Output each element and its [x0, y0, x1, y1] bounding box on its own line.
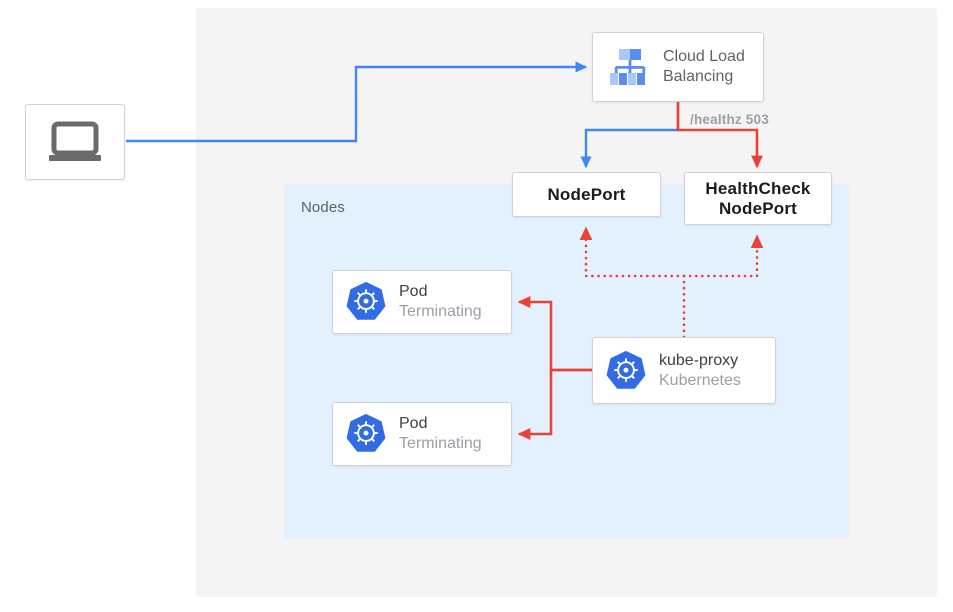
pod-title: Pod — [399, 283, 428, 301]
healthcheck-nodeport-line1: HealthCheck — [705, 178, 811, 198]
healthcheck-nodeport-line2: NodePort — [718, 198, 798, 218]
cloud-load-balancing-icon — [599, 47, 661, 87]
pod-status: Terminating — [399, 303, 482, 320]
cloud-load-balancing-title: Cloud Load — [663, 48, 745, 66]
nodes-panel-label: Nodes — [301, 199, 345, 216]
kubernetes-icon — [593, 349, 659, 393]
kube-proxy-subtitle: Kubernetes — [659, 371, 741, 389]
kubernetes-icon — [333, 412, 399, 456]
healthcheck-nodeport-label: HealthCheck NodePort — [705, 179, 810, 218]
client-device-card[interactable] — [25, 104, 125, 180]
kube-proxy-title: kube-proxy — [659, 351, 739, 369]
kube-proxy-card[interactable]: kube-proxy Kubernetes — [592, 337, 776, 404]
healthz-503-label: /healthz 503 — [690, 112, 769, 127]
pod-title: Pod — [399, 415, 428, 433]
cloud-load-balancing-subtitle: Balancing — [663, 68, 734, 85]
healthcheck-nodeport-card[interactable]: HealthCheck NodePort — [684, 172, 832, 225]
cloud-load-balancing-card[interactable]: Cloud Load Balancing — [592, 32, 764, 102]
pod-card-1[interactable]: Pod Terminating — [332, 270, 512, 334]
laptop-icon — [46, 120, 104, 164]
pod-card-2[interactable]: Pod Terminating — [332, 402, 512, 466]
kubernetes-icon — [333, 280, 399, 324]
nodeport-label: NodePort — [547, 184, 626, 204]
nodeport-card[interactable]: NodePort — [512, 172, 661, 217]
pod-status: Terminating — [399, 435, 482, 452]
